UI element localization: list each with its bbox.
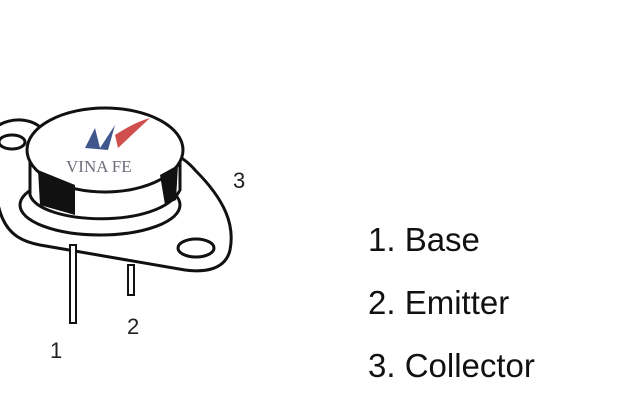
right-mount-hole bbox=[176, 237, 216, 259]
cap-top bbox=[25, 106, 185, 194]
legend-base: 1. Base bbox=[368, 221, 480, 258]
pin-1-lead bbox=[69, 244, 77, 324]
svg-text:VINA FE: VINA FE bbox=[66, 157, 132, 176]
legend-collector: 3. Collector bbox=[368, 347, 535, 384]
cap-shadow-left bbox=[38, 170, 75, 215]
left-mount-hole bbox=[0, 133, 27, 151]
pin-1-label: 1 bbox=[50, 338, 63, 363]
pin-2-lead bbox=[127, 264, 135, 296]
pin-2-label: 2 bbox=[127, 314, 140, 339]
pin-3-label: 3 bbox=[233, 168, 246, 193]
pin-legend: 1. Base 2. Emitter 3. Collector bbox=[368, 218, 535, 407]
cap-shadow-right bbox=[160, 165, 178, 205]
legend-emitter: 2. Emitter bbox=[368, 284, 510, 321]
vina-logo: VINA FE bbox=[66, 118, 150, 176]
